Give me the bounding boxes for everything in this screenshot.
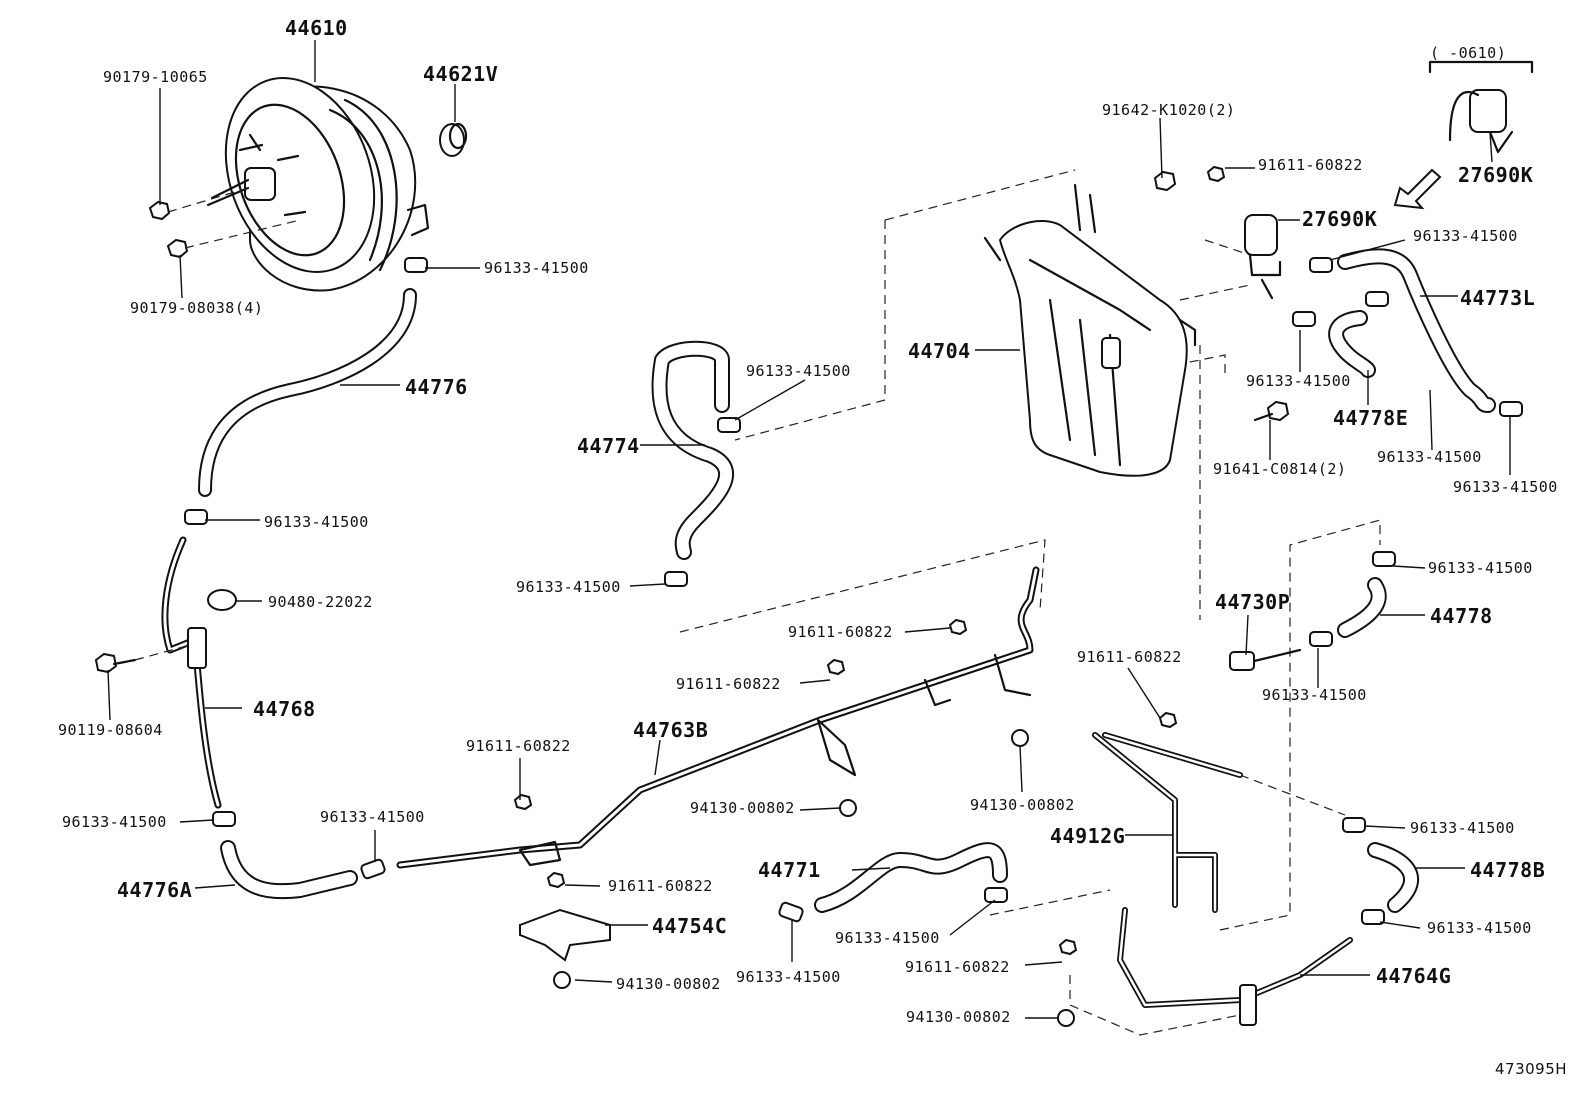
label-96133-41500-h: 96133-41500: [516, 578, 621, 596]
label-96133-41500-f: 96133-41500: [835, 929, 940, 947]
label-44778b: 44778B: [1470, 858, 1546, 882]
label-96133-41500-n: 96133-41500: [1262, 686, 1367, 704]
label-91641-c0814: 91641-C0814(2): [1213, 460, 1347, 478]
label-96133-41500-d: 96133-41500: [320, 808, 425, 826]
label-96133-41500-o: 96133-41500: [1410, 819, 1515, 837]
bolt-91611-top: [1206, 165, 1226, 183]
nut-90179-08038: [166, 238, 189, 259]
label-44912g: 44912G: [1050, 824, 1126, 848]
label-90119-08604: 90119-08604: [58, 721, 163, 739]
label-96133-41500-p: 96133-41500: [1427, 919, 1532, 937]
grommet-90480: [207, 589, 237, 611]
label-44774: 44774: [577, 434, 640, 458]
label-96133-41500-j: 96133-41500: [1246, 372, 1351, 390]
pipe-44764g: [1117, 907, 1353, 1008]
label-44778e: 44778E: [1333, 406, 1409, 430]
leader-lines: [107, 40, 1511, 1019]
label-27690k-b: 27690K: [1458, 163, 1534, 187]
diagram-reference-number: 473095H: [1495, 1060, 1568, 1078]
label-91611-60822-c: 91611-60822: [905, 958, 1010, 976]
label-0610-range: ( -0610): [1430, 44, 1507, 62]
label-44768: 44768: [253, 697, 316, 721]
label-96133-41500-i: 96133-41500: [1413, 227, 1518, 245]
label-91611-60822-d: 91611-60822: [788, 623, 893, 641]
label-96133-41500-l: 96133-41500: [1453, 478, 1558, 496]
label-96133-41500-b: 96133-41500: [264, 513, 369, 531]
fitting-44730p: [1229, 648, 1302, 671]
vsv-inset-27690k: [1428, 60, 1534, 154]
label-44776: 44776: [405, 375, 468, 399]
label-90480-22022: 90480-22022: [268, 593, 373, 611]
label-44778: 44778: [1430, 604, 1493, 628]
label-44773l: 44773L: [1460, 286, 1536, 310]
label-94130-00802-a: 94130-00802: [616, 975, 721, 993]
label-96133-41500-m: 96133-41500: [1428, 559, 1533, 577]
direction-arrow: [1393, 168, 1442, 210]
label-96133-41500-e: 96133-41500: [736, 968, 841, 986]
nut-90179-10065: [148, 200, 171, 221]
label-44764g: 44764G: [1376, 964, 1452, 988]
label-44763b: 44763B: [633, 718, 709, 742]
label-96133-41500-k: 96133-41500: [1377, 448, 1482, 466]
label-44771: 44771: [758, 858, 821, 882]
label-96133-41500-g: 96133-41500: [746, 362, 851, 380]
label-91611-60822-f: 91611-60822: [1258, 156, 1363, 174]
label-94130-00802-d: 94130-00802: [970, 796, 1075, 814]
label-44776a: 44776A: [117, 878, 193, 902]
bolt-91641: [1253, 400, 1290, 422]
label-94130-00802-b: 94130-00802: [906, 1008, 1011, 1026]
bolt-90119: [94, 652, 137, 674]
pipe-44912g: [1092, 732, 1243, 913]
pipe-44763b: [396, 566, 1040, 869]
label-91611-60822-g: 91611-60822: [1077, 648, 1182, 666]
small-fasteners: [513, 618, 1178, 1027]
label-94130-00802-c: 94130-00802: [690, 799, 795, 817]
hose-clamps: [184, 257, 1523, 925]
bracket-44754c: [519, 908, 611, 962]
label-91611-60822-b: 91611-60822: [608, 877, 713, 895]
label-91642-k1020: 91642-K1020(2): [1102, 101, 1236, 119]
brake-booster: [206, 77, 430, 292]
label-44610: 44610: [285, 16, 348, 40]
label-44754c: 44754C: [652, 914, 728, 938]
vacuum-switching-valve-27690k: [1244, 214, 1282, 300]
label-91611-60822-a: 91611-60822: [466, 737, 571, 755]
hose-44776: [198, 288, 417, 497]
bolt-91642: [1153, 170, 1177, 192]
label-91611-60822-e: 91611-60822: [676, 675, 781, 693]
label-90179-08038: 90179-08038(4): [130, 299, 264, 317]
label-90179-10065: 90179-10065: [103, 68, 208, 86]
reservoir-tank-44704: [983, 183, 1197, 477]
label-27690k-a: 27690K: [1302, 207, 1378, 231]
label-44621v: 44621V: [423, 62, 499, 86]
seal-44621v: [439, 122, 468, 157]
label-44704: 44704: [908, 339, 971, 363]
label-44730p: 44730P: [1215, 590, 1291, 614]
label-96133-41500-c: 96133-41500: [62, 813, 167, 831]
label-96133-41500-a: 96133-41500: [484, 259, 589, 277]
